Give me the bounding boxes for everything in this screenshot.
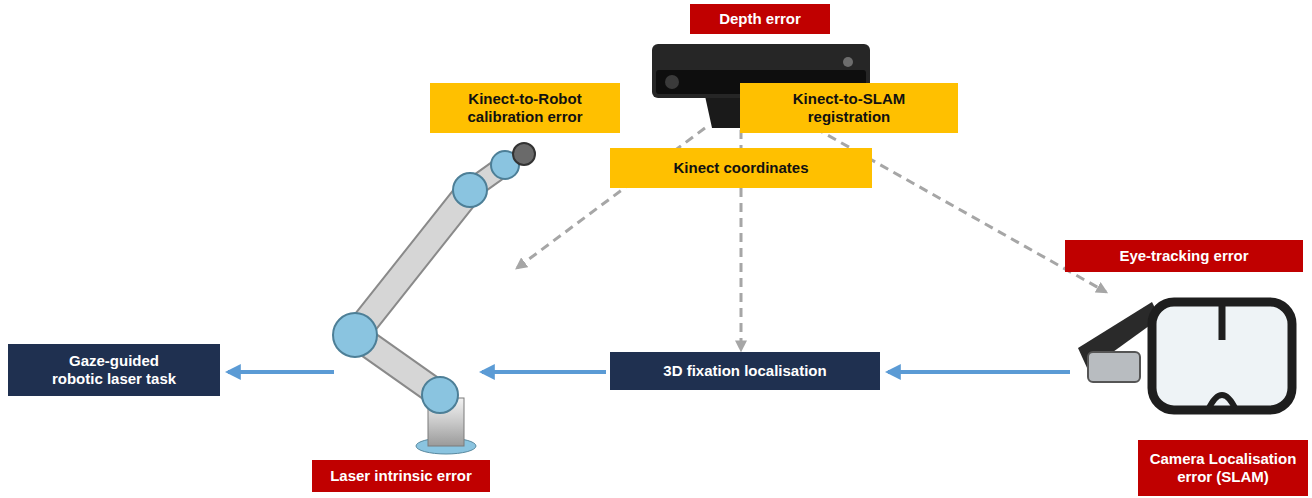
transform-box: Kinect-to-Robot calibration error <box>430 83 620 133</box>
flow-arrow <box>228 370 334 374</box>
transform-box: Kinect-to-SLAM registration <box>740 83 958 133</box>
transform-box: Kinect coordinates <box>610 148 872 188</box>
robot-link <box>355 190 470 335</box>
box-label: Kinect-to-Robot calibration error <box>440 90 610 126</box>
flow-arrow <box>482 370 606 374</box>
error-box: Depth error <box>690 4 830 34</box>
glasses-camera <box>1088 352 1140 382</box>
box-label: Depth error <box>719 10 801 28</box>
flow-arrow <box>888 370 1070 374</box>
dashed-connector <box>740 188 743 350</box>
glasses-frame <box>1152 302 1292 410</box>
error-box: Eye-tracking error <box>1065 240 1303 272</box>
robot-joint <box>453 173 487 207</box>
robot-tool <box>513 143 535 165</box>
box-label: Laser intrinsic error <box>330 467 472 485</box>
box-label: 3D fixation localisation <box>663 362 826 380</box>
box-label: Kinect-to-SLAM registration <box>774 90 924 126</box>
kinect-lens <box>665 75 679 89</box>
process-box: 3D fixation localisation <box>610 352 880 390</box>
box-label: Kinect coordinates <box>673 159 808 177</box>
glasses-bridge <box>1219 306 1226 340</box>
error-box: Camera Localisation error (SLAM) <box>1138 440 1308 496</box>
box-label: Eye-tracking error <box>1119 247 1248 265</box>
glasses-nose <box>1208 395 1236 410</box>
robot-arm <box>333 143 535 454</box>
eye-tracking-glasses <box>1078 302 1292 410</box>
box-label: Camera Localisation error (SLAM) <box>1148 450 1298 486</box>
error-box: Laser intrinsic error <box>312 460 490 492</box>
kinect-logo <box>843 57 853 67</box>
process-box: Gaze-guided robotic laser task <box>8 344 220 396</box>
robot-joint <box>333 313 377 357</box>
robot-joint <box>422 377 458 413</box>
robot-link-outline <box>355 190 470 335</box>
box-label: Gaze-guided robotic laser task <box>47 352 182 388</box>
